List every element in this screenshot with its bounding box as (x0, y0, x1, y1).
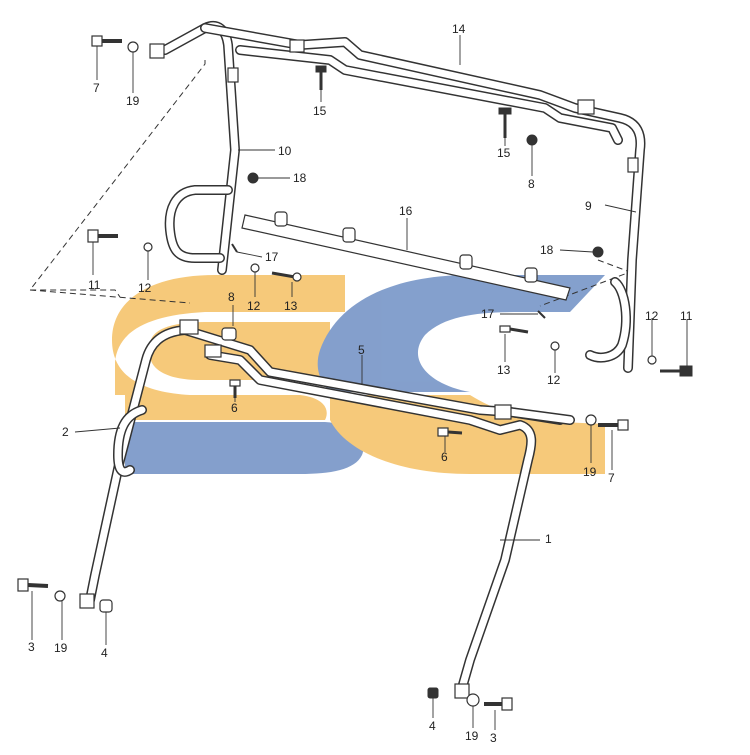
callout-2: 2 (62, 425, 69, 439)
washer-12-c (647, 355, 657, 365)
bolt-13-left (271, 271, 302, 282)
washer-19-bottom-left (54, 590, 66, 602)
callout-12-mid: 12 (247, 299, 261, 313)
lower-frame (79, 319, 575, 699)
upper-frame (149, 21, 646, 373)
washer-12-b (250, 263, 260, 273)
callout-18-right: 18 (540, 243, 554, 257)
callout-12-left: 12 (138, 281, 152, 295)
callout-16: 16 (399, 204, 413, 218)
watermark-blue-bottom (125, 422, 364, 474)
callout-4-left: 4 (101, 646, 108, 660)
callout-1: 1 (545, 532, 552, 546)
bolt-13-right (499, 325, 529, 334)
watermark-blue-c (317, 275, 605, 392)
nut-4-right (427, 687, 439, 699)
nut-8-right (526, 134, 538, 146)
washer-12-d (550, 341, 560, 351)
nut-4-left (99, 599, 113, 613)
callout-19-bottom-left: 19 (54, 641, 68, 655)
callout-6-left: 6 (231, 401, 238, 415)
callout-19-bottom-right: 19 (465, 729, 479, 743)
callout-19-right: 19 (583, 465, 597, 479)
callout-11-left: 11 (88, 278, 101, 292)
callout-7-left: 7 (93, 81, 100, 95)
washer-19-top (127, 41, 139, 53)
callout-13-right: 13 (497, 363, 511, 377)
screw-17-right (537, 310, 546, 319)
bolt-15-right (498, 107, 512, 138)
callout-8-right: 8 (528, 177, 535, 191)
bolt-7-top (91, 35, 122, 47)
bolt-7-right (598, 419, 629, 431)
screw-17-left (231, 243, 238, 253)
bolt-3-right (484, 697, 513, 711)
callout-5: 5 (358, 343, 365, 357)
callout-6-right: 6 (441, 450, 448, 464)
bolt-3-left (17, 578, 49, 592)
callout-4-right: 4 (429, 719, 436, 733)
bolt-11-right (660, 365, 693, 377)
callout-12-right: 12 (645, 309, 659, 323)
nut-8-left (221, 327, 237, 341)
bolt-15-top (315, 65, 327, 90)
washer-19-bottom-right (466, 693, 480, 707)
callout-15-top: 15 (313, 104, 327, 118)
callout-12-lower: 12 (547, 373, 561, 387)
callout-11-right: 11 (680, 309, 693, 323)
callout-13-left: 13 (284, 299, 298, 313)
watermark-yellow-c (330, 395, 605, 474)
leader-lines (31, 35, 688, 730)
callout-3-right: 3 (490, 731, 497, 745)
callout-7-right: 7 (608, 471, 615, 485)
washer-19-right (585, 414, 597, 426)
nut-18-right (592, 246, 604, 258)
callout-17-right: 17 (481, 307, 495, 321)
callout-9: 9 (585, 199, 592, 213)
washer-12-a (143, 242, 153, 252)
watermark-yellow-top (112, 275, 345, 420)
callout-14: 14 (452, 22, 466, 36)
callout-18-left: 18 (293, 171, 307, 185)
callout-17-left: 17 (265, 250, 279, 264)
callout-15-right: 15 (497, 146, 511, 160)
callout-10: 10 (278, 144, 292, 158)
bolt-11-left (87, 229, 118, 243)
callout-19-top: 19 (126, 94, 140, 108)
nut-18-left (247, 172, 259, 184)
bolt-6-right (437, 427, 463, 437)
support-bar (241, 211, 571, 301)
callout-8-left: 8 (228, 290, 235, 304)
callout-3-left: 3 (28, 640, 35, 654)
callout-labels: 1 2 3 3 4 4 5 6 6 7 7 8 8 9 10 11 11 12 … (28, 22, 693, 745)
bolt-6-left (229, 379, 241, 398)
